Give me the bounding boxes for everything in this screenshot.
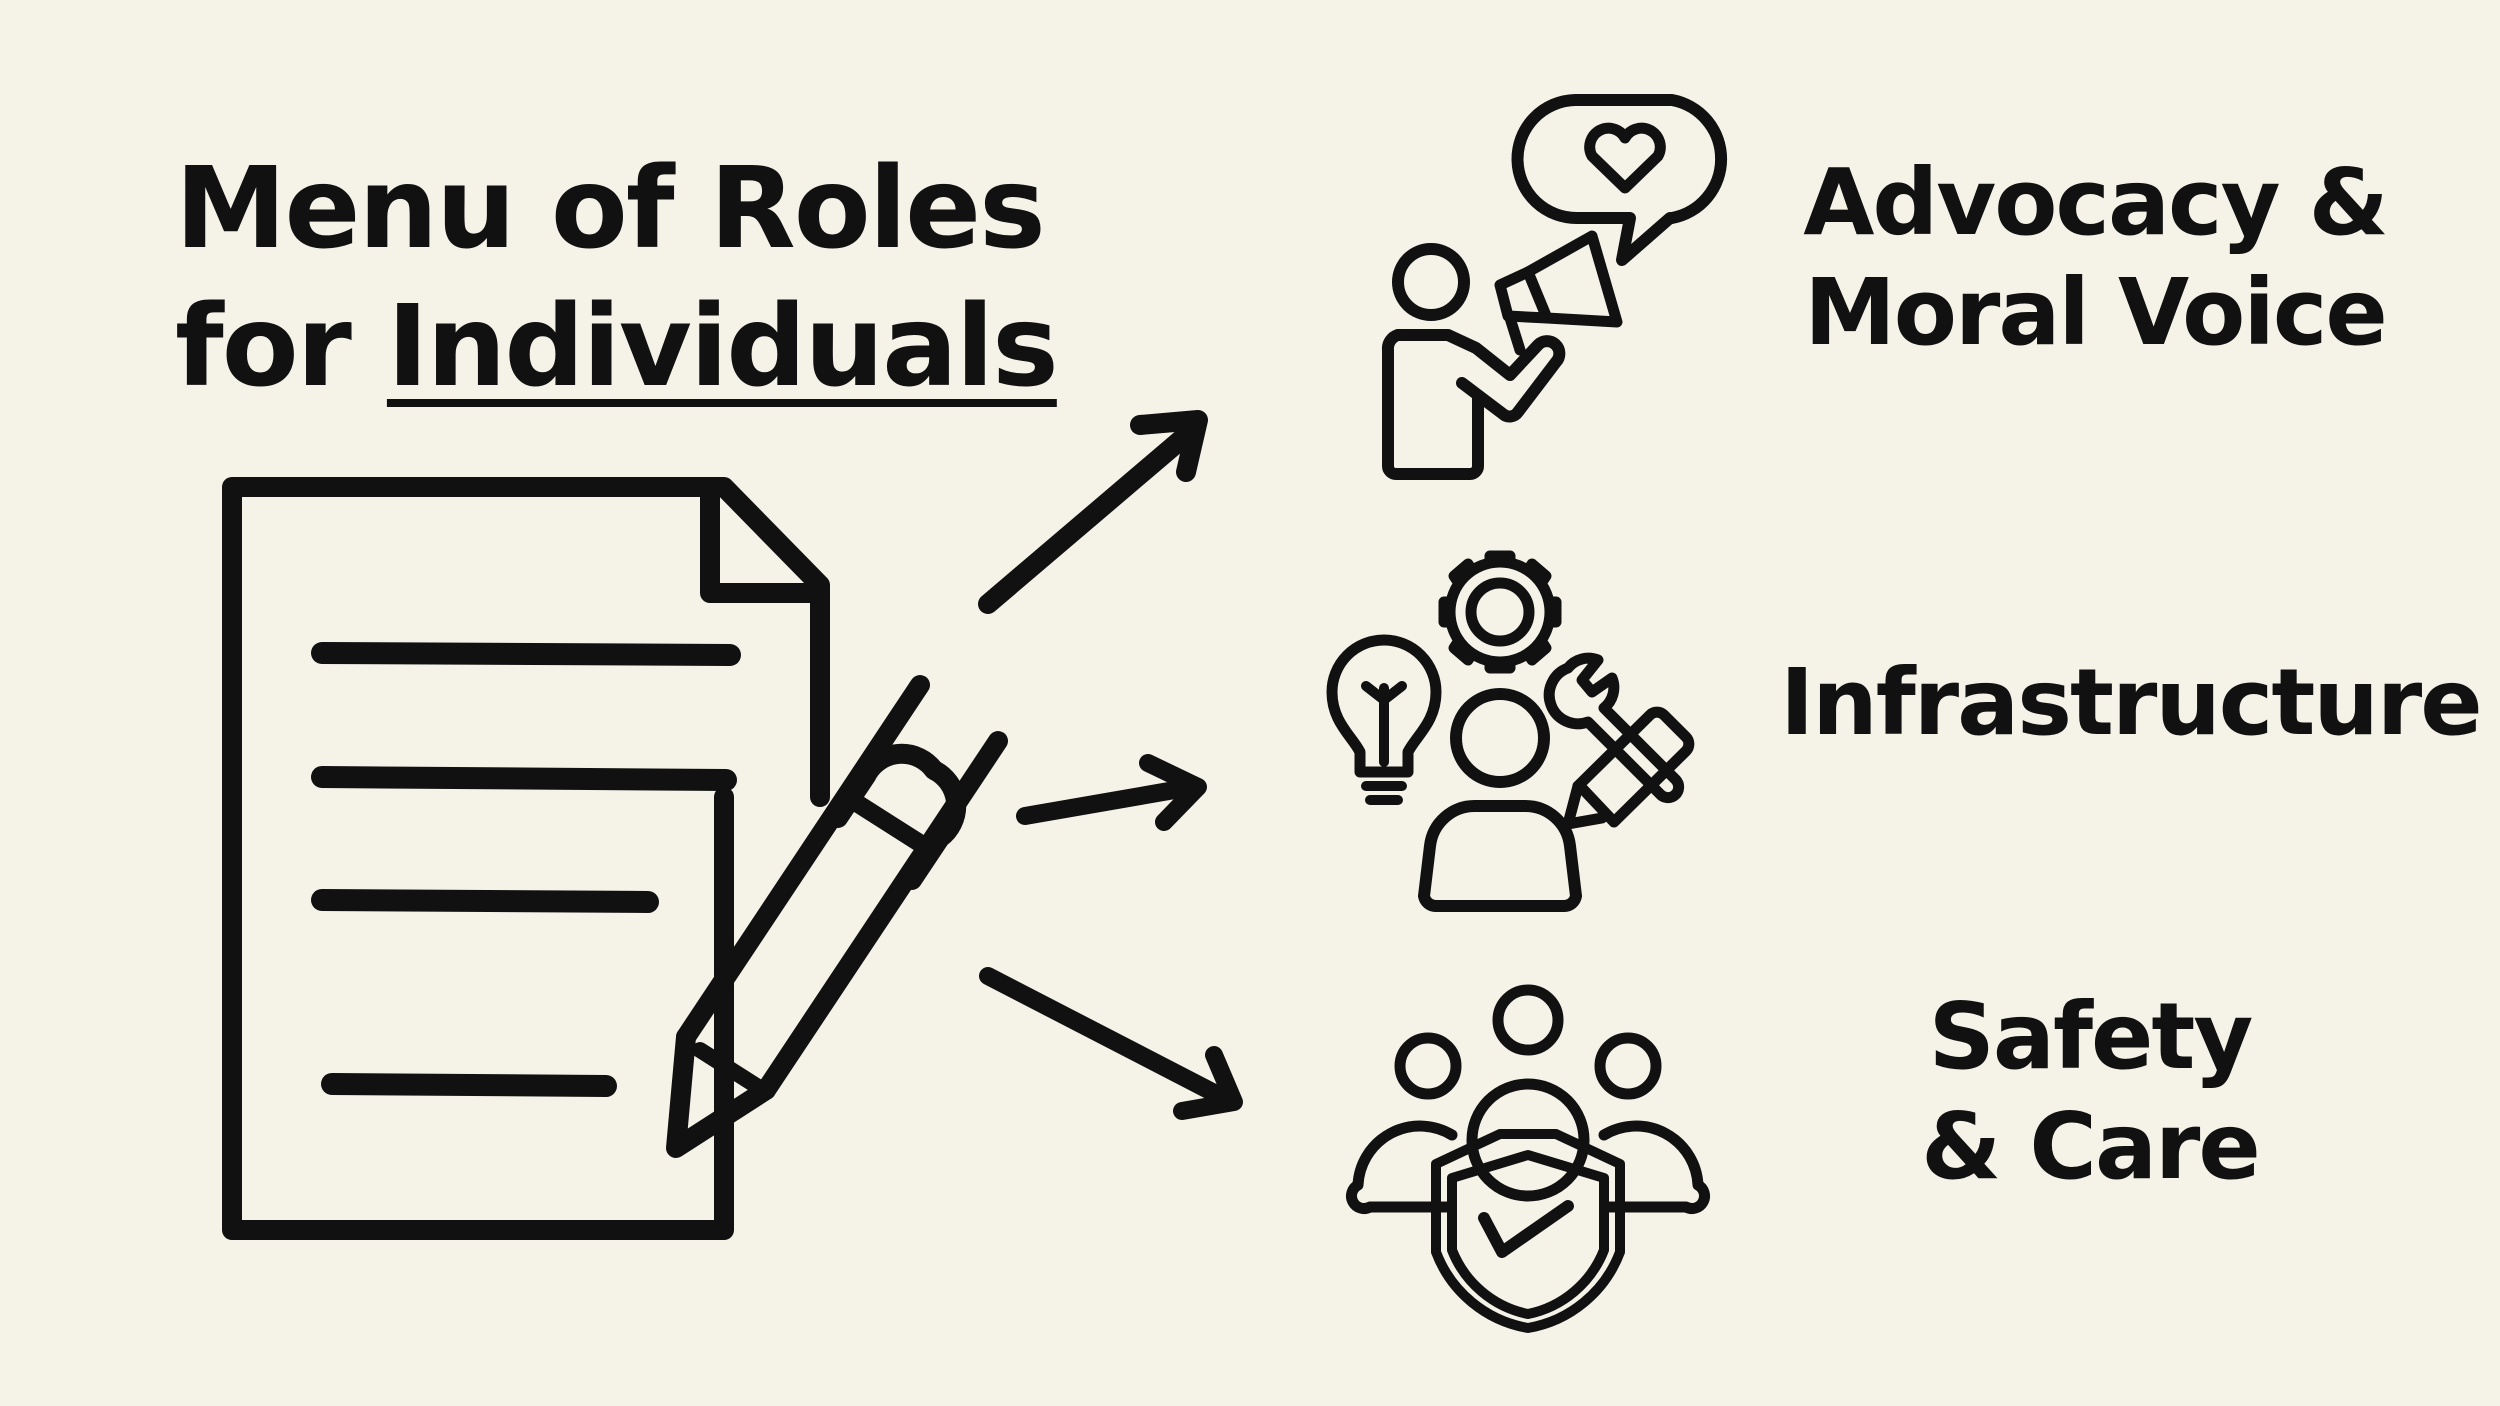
- person-head: [1394, 1032, 1462, 1100]
- person-icon: [1381, 243, 1566, 480]
- role-label-line: Moral Voice: [1804, 259, 2388, 366]
- pencil-icon: [666, 675, 1008, 1158]
- group-shield-icon: [1345, 984, 1711, 1333]
- person-head: [1492, 984, 1564, 1056]
- wrench-and-pencil-icon: [1543, 652, 1695, 830]
- builder-tools-icon: [1326, 550, 1695, 912]
- role-label-line: & Care: [1921, 1093, 2261, 1200]
- speech-bubble-icon: [1511, 94, 1728, 266]
- slide-title: Menu of Roles for Individuals: [175, 140, 1059, 416]
- role-label-line: Infrastructure: [1780, 649, 2483, 756]
- role-label-line: Advocacy &: [1803, 149, 2389, 256]
- megaphone-advocate-icon: [1381, 94, 1728, 480]
- person-icon: [1418, 688, 1582, 912]
- arrow-up-right-icon: [978, 410, 1208, 614]
- title-line-2: for Individuals: [175, 278, 1059, 416]
- arrow-right-icon: [1016, 754, 1207, 831]
- title-line-1: Menu of Roles: [175, 144, 1046, 274]
- person-head: [1594, 1032, 1662, 1100]
- document-text-line: [311, 766, 737, 791]
- checkmark-icon: [1478, 1200, 1574, 1258]
- title-prefix: for: [175, 282, 387, 412]
- heart-icon: [1584, 122, 1666, 194]
- person-head: [1466, 1078, 1590, 1202]
- megaphone-icon: [1494, 230, 1623, 356]
- gear-icon: [1438, 550, 1562, 674]
- title-underlined-word: Individuals: [386, 282, 1059, 412]
- document-with-pencil-icon: [222, 477, 1008, 1240]
- lightbulb-icon: [1326, 634, 1442, 805]
- document-text-line: [311, 642, 741, 666]
- arrow-down-right-icon: [979, 967, 1243, 1120]
- document-folded-corner: [700, 477, 824, 603]
- document-text-line: [321, 1073, 617, 1097]
- shield-icon: [1431, 1129, 1625, 1333]
- role-label-line: Safety: [1928, 983, 2254, 1090]
- role-label-advocacy: Advocacy & Moral Voice: [1795, 148, 2395, 368]
- role-label-safety: Safety & Care: [1880, 982, 2300, 1202]
- role-label-infrastructure: Infrastructure: [1780, 648, 2483, 758]
- document-text-line: [311, 889, 659, 913]
